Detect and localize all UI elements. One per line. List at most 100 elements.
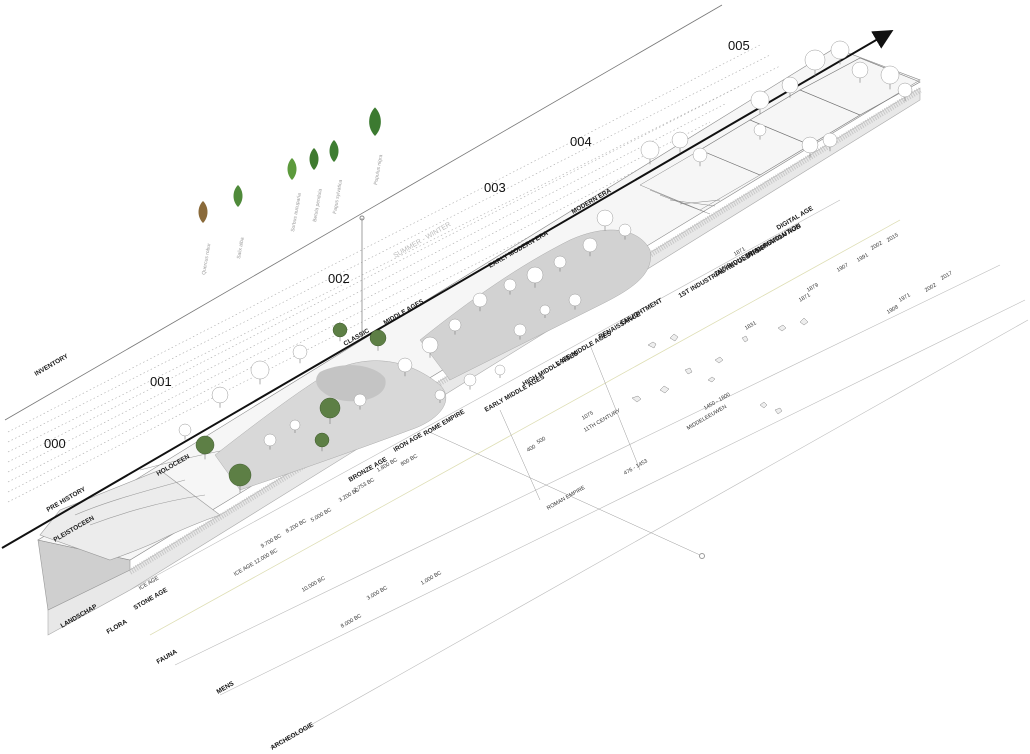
date-fauna: 1075 xyxy=(581,410,595,421)
tree-canopy xyxy=(582,237,598,253)
date-right: 1971 xyxy=(898,292,912,303)
tree-canopy xyxy=(228,463,252,487)
date-right: 2002 xyxy=(924,282,938,293)
tree-canopy xyxy=(880,65,900,85)
tree-canopy xyxy=(553,255,567,269)
tree-canopy xyxy=(897,82,913,98)
date-fauna: 500 xyxy=(536,436,547,446)
era-information-age: INFORMATION AGE xyxy=(746,223,803,260)
tree-canopy xyxy=(640,140,660,160)
tree-canopy xyxy=(178,423,192,437)
tree-canopy xyxy=(513,323,527,337)
tree-canopy xyxy=(503,278,517,292)
leaf-species-label: Fagus sylvatica xyxy=(332,179,344,214)
date-mens: 1907 xyxy=(836,262,850,273)
leaf-icon xyxy=(287,158,297,180)
pleistoceen-terrain xyxy=(39,469,221,561)
leaf-icon xyxy=(233,185,243,207)
tree-canopy xyxy=(332,322,348,338)
era-stone-age: STONE AGE xyxy=(133,586,170,611)
date-mens: 1871 xyxy=(733,246,747,257)
main-timeline-axis xyxy=(1,29,894,549)
section-number-001: 001 xyxy=(150,374,172,389)
date-mens: 2015 xyxy=(886,232,900,243)
date-flora: 5.000 BC xyxy=(310,507,333,524)
date-flora: 8.200 BC xyxy=(285,518,308,535)
tree-canopy xyxy=(292,344,308,360)
fauna-silhouettes xyxy=(631,317,809,415)
classic-terrain xyxy=(214,360,446,491)
tree-canopy xyxy=(692,147,708,163)
tree-canopy xyxy=(463,373,477,387)
tree-canopy xyxy=(830,40,850,60)
leaf-icon xyxy=(198,201,208,223)
leader-lines xyxy=(424,344,701,556)
tree-canopy xyxy=(250,360,270,380)
tree-canopy xyxy=(526,266,544,284)
lower-era-labels: ICE AGE STONE AGE BRONZE AGE IRON AGE RO… xyxy=(133,205,816,612)
tree-canopy xyxy=(263,433,277,447)
date-fauna: 400 xyxy=(526,444,537,454)
tree-canopy xyxy=(353,393,367,407)
tree-canopy xyxy=(822,132,838,148)
tree-canopy xyxy=(539,304,551,316)
leaf-species-label: Quercus robur xyxy=(201,243,213,276)
holoceen-ridges xyxy=(74,449,226,526)
tree-group xyxy=(178,40,913,493)
leader-end-dot xyxy=(699,553,705,559)
tree-canopy xyxy=(434,389,446,401)
inventory-top-line xyxy=(4,4,723,421)
leaf-species-label: Betula pendula xyxy=(312,188,324,222)
tree-canopy xyxy=(314,432,330,448)
date-flora: ICE AGE 12.000 BC xyxy=(233,548,279,578)
date-right: 1871 xyxy=(798,292,812,303)
season-marker-dot xyxy=(359,215,365,221)
tree-canopy xyxy=(618,223,632,237)
date-right: 1908 xyxy=(886,304,900,315)
date-fauna: 3.000 BC xyxy=(366,585,389,602)
tree-canopy xyxy=(369,329,387,347)
section-number-000: 000 xyxy=(44,436,66,451)
date-flora: 9.700 BC xyxy=(260,533,283,550)
date-mens: 1400 xyxy=(718,262,732,273)
section-number-002: 002 xyxy=(328,271,350,286)
section-number-003: 003 xyxy=(484,180,506,195)
tree-canopy xyxy=(494,364,506,376)
date-mens: 476 - 1453 xyxy=(623,458,649,476)
date-right: 2017 xyxy=(940,270,954,281)
tree-canopy xyxy=(671,131,689,149)
tree-canopy xyxy=(289,419,301,431)
date-fauna: 1831 xyxy=(744,320,758,331)
right-dates: 2017 2002 1971 1908 1871 xyxy=(798,270,954,315)
date-fauna: 10.000 BC xyxy=(301,576,327,594)
fauna-accent-line xyxy=(149,219,901,636)
leaf-icon xyxy=(329,140,339,162)
date-mens: 1991 xyxy=(856,252,870,263)
tree-canopy xyxy=(750,90,770,110)
tree-canopy xyxy=(472,292,488,308)
tree-canopy xyxy=(319,397,341,419)
tree-canopy xyxy=(851,61,869,79)
date-fauna: 1.000 BC xyxy=(420,570,443,587)
season-label: SUMMER - WINTER xyxy=(393,221,453,260)
row-label-fauna: FAUNA xyxy=(156,648,179,665)
date-mens: ROMAN EMPIRE xyxy=(546,485,587,512)
date-mens: 2002 xyxy=(870,240,884,251)
leaf-species-label: Salix alba xyxy=(236,237,246,260)
leaf-species-label: Sorbus aucuparia xyxy=(290,192,303,232)
row-label-flora: FLORA xyxy=(106,618,129,635)
leaf-species-label: Populus nigra xyxy=(373,154,384,185)
tree-canopy xyxy=(195,435,215,455)
tree-canopy xyxy=(596,209,614,227)
date-flora: 800 BC xyxy=(400,453,419,467)
row-label-archeologie: ARCHEOLOGIE xyxy=(270,721,316,752)
section-number-005: 005 xyxy=(728,38,750,53)
middle-ages-terrain xyxy=(419,229,651,381)
era-enlightment: ENLIGHTMENT xyxy=(620,297,664,327)
row-label-mens: MENS xyxy=(216,680,236,696)
date-mens: 8.000 BC xyxy=(340,613,363,630)
tree-canopy xyxy=(801,136,819,154)
dotted-guides xyxy=(7,44,781,503)
leaf-icon xyxy=(309,148,319,170)
